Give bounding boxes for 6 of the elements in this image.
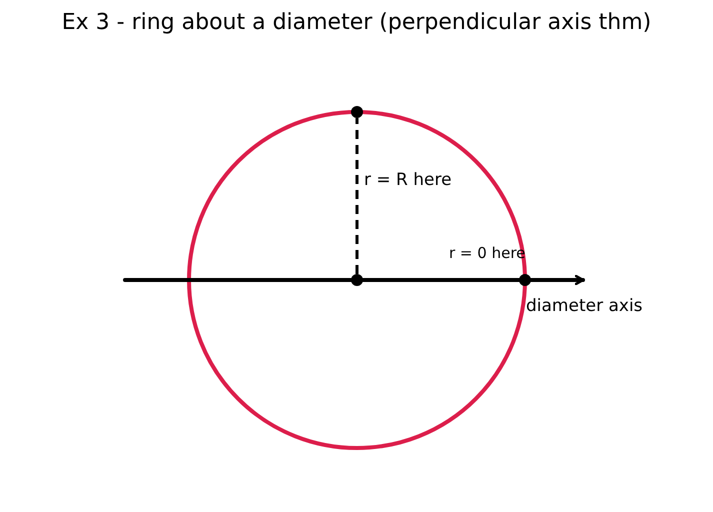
annotation-text: diameter axis	[526, 297, 643, 317]
point-dot	[351, 106, 363, 118]
point-dot	[519, 274, 531, 286]
connector-line	[356, 118, 358, 274]
point-dot	[351, 274, 363, 286]
title: Ex 3 - ring about a diameter (perpendicular axis thm)	[60, 10, 652, 36]
